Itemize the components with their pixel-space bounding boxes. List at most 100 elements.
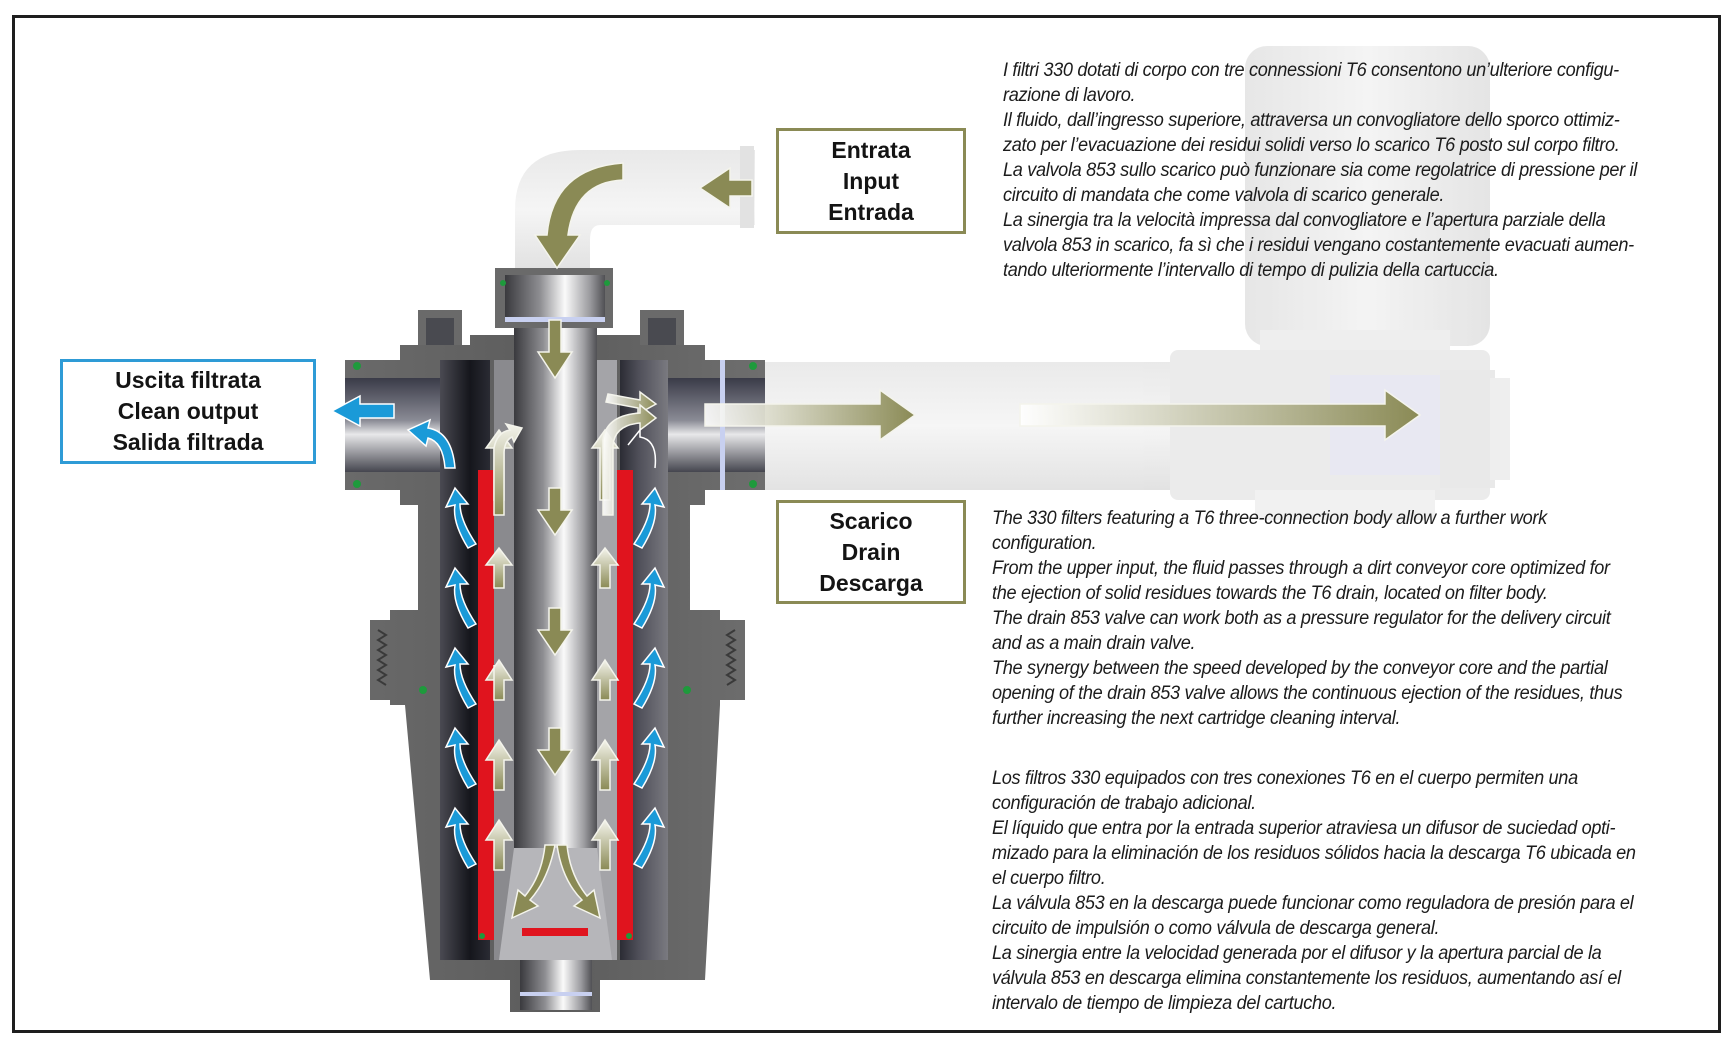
description-spanish: Los filtros 330 equipados con tres conex…: [992, 766, 1636, 1016]
arrow-clean-curve-top: [406, 418, 456, 469]
drain-flow-arrows: [704, 388, 1422, 442]
diagram-shape: [353, 362, 361, 370]
text-line: circuito de impulsión o como válvula de …: [992, 917, 1440, 939]
text-line: the ejection of solid residues towards t…: [992, 582, 1548, 604]
diagram-shape: [479, 933, 485, 939]
arrow-up-left-3: [484, 658, 514, 701]
text-line: La sinergia entre la velocidad generada …: [992, 942, 1602, 964]
arrow-core-split-right: [556, 844, 602, 920]
bowl-thread-left: [376, 629, 388, 686]
text-line: and as a main drain valve.: [992, 632, 1196, 654]
arrow-clean-curve-top-right: [627, 427, 657, 469]
clean-output-label-es: Salida filtrada: [112, 429, 264, 455]
drain-label-es: Descarga: [819, 569, 923, 596]
diagram-shape: [725, 629, 737, 686]
text-line: La válvula 853 en la descarga puede func…: [992, 892, 1634, 914]
diagram-shape: [749, 362, 757, 370]
arrow-clean-l1: [444, 486, 478, 549]
clean-output-label-box: Uscita filtrata Clean output Salida filt…: [60, 359, 316, 464]
inlet-label-es: Entrada: [828, 198, 914, 225]
drain-label-it: Scarico: [829, 507, 913, 534]
diagram-shape: [604, 280, 610, 286]
arrow-clean-r1: [632, 486, 666, 549]
text-line: zato per l’evacuazione dei residui solid…: [1003, 134, 1620, 156]
arrow-core-down-1: [536, 319, 574, 380]
arrow-up-left-4: [484, 738, 514, 791]
diagram-shape: [419, 686, 427, 694]
diagram-shape: [522, 928, 588, 936]
arrow-curve-to-drain: [602, 403, 658, 516]
diagram-shape: [648, 318, 676, 346]
inlet-flow-arrows: [510, 162, 753, 920]
text-line: configuración de trabajo adicional.: [992, 792, 1256, 814]
description-english: The 330 filters featuring a T6 three-con…: [992, 506, 1623, 731]
arrow-clean-out: [330, 394, 395, 428]
arrow-clean-r4: [632, 726, 666, 789]
arrow-up-left-5: [484, 818, 514, 871]
text-line: further increasing the next cartridge cl…: [992, 707, 1401, 729]
text-line: Il fluido, dall’ingresso superiore, attr…: [1003, 109, 1620, 131]
text-line: From the upper input, the fluid passes t…: [992, 557, 1610, 579]
diagram-shape: [376, 629, 388, 686]
inlet-label-en: Input: [842, 167, 900, 194]
arrow-clean-l3: [444, 646, 478, 709]
arrow-core-down-2: [536, 487, 574, 537]
diagram-shape: [426, 318, 454, 346]
diagram-shape: [683, 686, 691, 694]
o-ring-seals: [353, 280, 757, 939]
arrow-up-left-2: [484, 546, 514, 589]
cartridge-right: [617, 470, 633, 940]
text-line: circuito di mandata che come valvola di …: [1003, 184, 1445, 206]
arrow-core-down-4: [536, 727, 574, 777]
text-line: tando ulteriormente l’intervallo di temp…: [1003, 259, 1499, 281]
text-line: configuration.: [992, 532, 1097, 554]
arrow-up-right-4: [590, 738, 620, 791]
text-line: válvula 853 en descarga elimina constant…: [992, 967, 1621, 989]
description-italian: I filtri 330 dotati di corpo con tre con…: [1003, 58, 1637, 283]
arrow-clean-r5: [632, 806, 666, 869]
text-line: El líquido que entra por la entrada supe…: [992, 817, 1616, 839]
annulus-up-arrows: [484, 390, 658, 871]
text-line: La valvola 853 sullo scarico può funzion…: [1003, 159, 1637, 181]
arrow-clean-r2: [632, 566, 666, 629]
diagram-shape: [626, 933, 632, 939]
inlet-label-it: Entrata: [831, 136, 911, 163]
inlet-label-box: Entrata Input Entrada: [776, 128, 966, 234]
text-line: opening of the drain 853 valve allows th…: [992, 682, 1623, 704]
text-line: The 330 filters featuring a T6 three-con…: [992, 507, 1547, 529]
clean-output-label-en: Clean output: [117, 398, 259, 424]
arrow-inlet-curve: [533, 162, 624, 270]
drain-label-en: Drain: [841, 538, 901, 565]
arrow-core-split-left: [510, 844, 556, 920]
arrow-clean-l2: [444, 566, 478, 629]
text-line: La sinergia tra la velocità impressa dal…: [1003, 209, 1606, 231]
ghost-valve-actuator: [1245, 46, 1490, 346]
drain-label-box: Scarico Drain Descarga: [776, 500, 966, 604]
diagram-shape: [520, 992, 592, 996]
outer-frame: [12, 15, 1721, 1033]
text-line: mizado para la eliminación de los residu…: [992, 842, 1636, 864]
ghost-valve-base: [1255, 490, 1435, 520]
text-line: intervalo de tiempo de limpieza del cart…: [992, 992, 1337, 1014]
text-line: I filtri 330 dotati di corpo con tre con…: [1003, 59, 1619, 81]
arrow-clean-l5: [444, 806, 478, 869]
arrow-core-down-3: [536, 607, 574, 657]
arrow-up-right-2: [590, 546, 620, 589]
diagram-shape: [749, 480, 757, 488]
cartridge-left: [478, 470, 494, 940]
arrow-clean-l4: [444, 726, 478, 789]
clean-flow-arrows: [330, 394, 666, 869]
diagram-shape: [353, 480, 361, 488]
arrow-up-right-3: [590, 658, 620, 701]
text-line: The drain 853 valve can work both as a p…: [992, 607, 1611, 629]
ghost-valve-thread: [1490, 378, 1510, 480]
text-line: razione di lavoro.: [1003, 84, 1136, 106]
diagram-shape: [500, 280, 506, 286]
drain-nozzle: [520, 960, 592, 1010]
arrow-clean-r3: [632, 646, 666, 709]
ghost-valve-outlet: [1440, 370, 1495, 488]
text-line: el cuerpo filtro.: [992, 867, 1106, 889]
clean-output-label-it: Uscita filtrata: [115, 367, 261, 393]
text-line: Los filtros 330 equipados con tres conex…: [992, 767, 1578, 789]
